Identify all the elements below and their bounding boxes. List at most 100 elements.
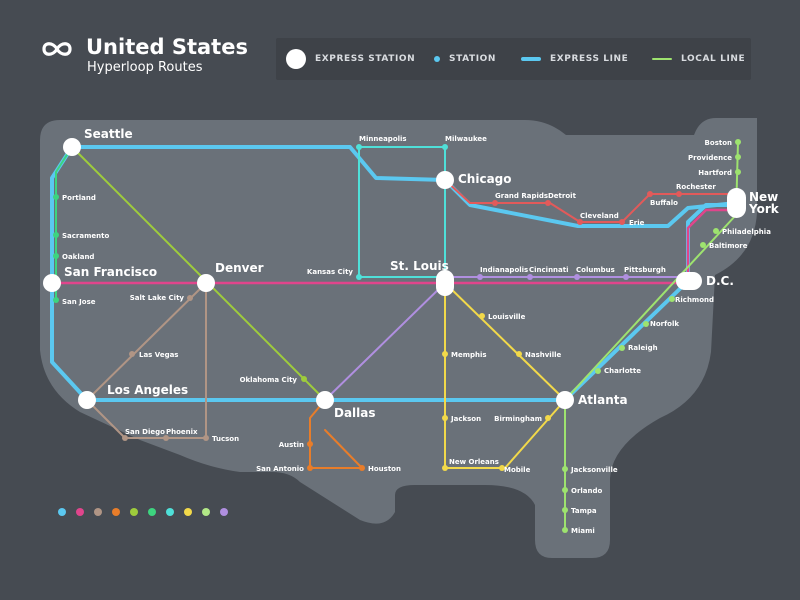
newyork-express-marker[interactable] [727,188,746,218]
oklahomacity-marker[interactable] [301,376,307,382]
jackson-label: Jackson [450,415,481,423]
orlando-marker[interactable] [562,487,568,493]
buffalo-marker[interactable] [647,191,653,197]
detroit-label: Detroit [548,192,577,200]
losangeles-express-marker[interactable] [78,391,96,409]
sanantonio-marker[interactable] [307,465,313,471]
nashville-marker[interactable] [516,351,522,357]
sanfrancisco-label: San Francisco [64,265,157,279]
providence-marker[interactable] [735,154,741,160]
neworleans-marker[interactable] [442,465,448,471]
dallas-express-marker[interactable] [316,391,334,409]
dc-express-marker[interactable] [676,272,702,290]
kansascity-marker[interactable] [356,274,362,280]
saltlakecity-marker[interactable] [187,295,193,301]
us-land-shape [40,118,757,558]
atlanta-express-marker[interactable] [556,391,574,409]
legend-local-line-label: LOCAL LINE [681,54,746,64]
legend-express-line-label: EXPRESS LINE [550,54,629,64]
swatch-dot [130,508,138,516]
pittsburgh-label: Pittsburgh [624,266,666,274]
jacksonville-marker[interactable] [562,466,568,472]
indianapolis-label: Indianapolis [480,266,528,274]
oakland-label: Oakland [62,253,94,261]
newyork-label-text-line2: York [748,202,780,216]
map-legend: EXPRESS STATION STATION EXPRESS LINE LOC… [276,38,751,80]
richmond-marker[interactable] [669,296,675,302]
phoenix-label: Phoenix [166,428,198,436]
swatch-dot [112,508,120,516]
detroit-marker[interactable] [545,200,551,206]
mobile-label: Mobile [504,466,531,474]
hartford-marker[interactable] [735,169,741,175]
swatch-dot [94,508,102,516]
cincinnati-marker[interactable] [527,274,533,280]
tampa-label: Tampa [571,507,597,515]
charlotte-marker[interactable] [595,368,601,374]
station-icon [434,56,440,62]
local-line-green-diag [71,146,326,401]
baltimore-marker[interactable] [700,242,706,248]
minneapolis-marker[interactable] [356,144,362,150]
lasvegas-marker[interactable] [129,351,135,357]
local-line-purple [324,276,689,401]
birmingham-marker[interactable] [545,415,551,421]
legend-express-station: EXPRESS STATION [286,38,415,80]
grandrapids-marker[interactable] [492,200,498,206]
express-line-icon [521,57,541,61]
erie-marker[interactable] [619,219,625,225]
lasvegas-label: Las Vegas [139,351,178,359]
milwaukee-marker[interactable] [442,144,448,150]
dc-label: D.C. [706,274,734,288]
houston-label: Houston [368,465,401,473]
oklahomacity-label: Oklahoma City [240,376,298,384]
richmond-label: Richmond [675,296,714,304]
mobile-marker[interactable] [499,465,505,471]
columbus-marker[interactable] [574,274,580,280]
atlanta-label: Atlanta [578,393,628,407]
norfolk-marker[interactable] [643,321,649,327]
losangeles-label: Los Angeles [107,383,188,397]
miami-marker[interactable] [562,527,568,533]
memphis-marker[interactable] [442,351,448,357]
oakland-marker[interactable] [53,253,59,259]
phoenix-marker[interactable] [163,435,169,441]
sanantonio-label: San Antonio [256,465,304,473]
indianapolis-marker[interactable] [477,274,483,280]
jackson-marker[interactable] [442,415,448,421]
chicago-express-marker[interactable] [436,171,454,189]
sacramento-marker[interactable] [53,232,59,238]
tampa-marker[interactable] [562,507,568,513]
newyork-label-text: New [749,190,778,204]
sandiego-marker[interactable] [122,435,128,441]
pittsburgh-marker[interactable] [623,274,629,280]
louisville-marker[interactable] [479,313,485,319]
philadelphia-marker[interactable] [713,228,719,234]
local-line-pink [50,208,738,285]
miami-label: Miami [571,527,595,535]
raleigh-marker[interactable] [619,345,625,351]
legend-express-line: EXPRESS LINE [521,38,628,80]
grandrapids-label: Grand Rapids [495,192,548,200]
infinity-icon [42,42,72,56]
tucson-label: Tucson [212,435,239,443]
boston-marker[interactable] [735,139,741,145]
tucson-marker[interactable] [203,435,209,441]
rochester-marker[interactable] [676,191,682,197]
swatch-dot [58,508,66,516]
seattle-express-marker[interactable] [63,138,81,156]
stlouis-express-marker[interactable] [436,270,454,296]
denver-express-marker[interactable] [197,274,215,292]
houston-marker[interactable] [359,465,365,471]
cleveland-marker[interactable] [577,219,583,225]
portland-marker[interactable] [53,194,59,200]
newyork-label: New York [748,190,782,216]
sanjose-label: San Jose [62,298,96,306]
chicago-label: Chicago [458,172,512,186]
legend-station: STATION [434,38,496,80]
louisville-label: Louisville [488,313,526,321]
sanjose-marker[interactable] [53,297,59,303]
austin-marker[interactable] [307,441,313,447]
sanfrancisco-express-marker[interactable] [43,274,61,292]
